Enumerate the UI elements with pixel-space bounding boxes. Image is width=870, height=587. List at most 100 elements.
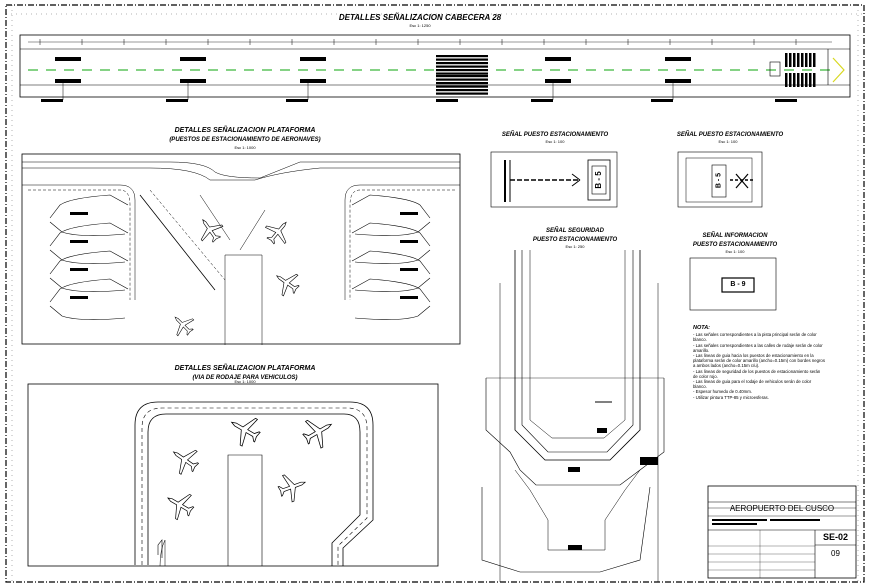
runway-marking [665, 57, 691, 61]
stand-line [354, 277, 431, 292]
title-block-sheet-code: SE-02 [822, 532, 848, 542]
runway-marking [300, 57, 326, 61]
touchdown-marking [436, 82, 488, 85]
notes-heading: NOTA: [693, 325, 711, 331]
threshold-bar [789, 53, 792, 67]
safety-scale: Esc 1: 250 [565, 244, 585, 249]
vehicle-way-scale: Esc 1: 1000 [234, 379, 256, 384]
note-item: - Espesor humedo de 0.40mm. [693, 389, 752, 395]
label-tag [286, 99, 308, 102]
stand-label [400, 268, 418, 271]
sign-a-scale: Esc 1: 100 [545, 139, 565, 144]
platform-subtitle: (PUESTOS DE ESTACIONAMIENTO DE AERONAVES… [169, 137, 321, 143]
label-tag [436, 99, 458, 102]
aircraft-icon [172, 449, 200, 475]
threshold-bar [801, 73, 804, 87]
platform-title: DETALLES SEÑALIZACION PLATAFORMA [174, 127, 316, 134]
vehicle-way-plan [27, 383, 439, 567]
title-block-project: AEROPUERTO DEL CUSCO [729, 504, 835, 513]
platform-plan [21, 153, 461, 345]
aircraft-outline [264, 221, 287, 245]
sign-a-label: B - 5 [594, 171, 603, 189]
vehicle-way-title: DETALLES SEÑALIZACION PLATAFORMA [174, 365, 316, 372]
sign-b-title: SEÑAL PUESTO ESTACIONAMIENTO [676, 132, 784, 138]
notes-block: NOTA: - Las señales correspondientes a l… [693, 325, 825, 400]
runway-plan [19, 34, 851, 102]
aircraft-icon [200, 218, 224, 243]
aircraft-outline [302, 419, 333, 449]
stand-line [49, 222, 129, 247]
stand-line [49, 277, 126, 292]
aircraft-icon [275, 273, 300, 297]
threshold-bar [797, 73, 800, 87]
note-item: - Las señales correspondientes a las cal… [693, 342, 823, 353]
threshold-bar [813, 53, 816, 67]
aircraft-icon [174, 316, 195, 337]
stand-line [49, 194, 129, 219]
threshold-bar [785, 73, 788, 87]
runway-title: DETALLES SEÑALIZACION CABECERA 28 [338, 13, 502, 22]
touchdown-marking [436, 58, 488, 61]
threshold-bar [789, 73, 792, 87]
aircraft-outline [167, 493, 195, 521]
aircraft-icon [302, 419, 333, 449]
runway-marking [665, 79, 691, 83]
title-block-sheet-number: 09 [831, 549, 840, 558]
sign-b-detail [677, 151, 763, 208]
aircraft-outline [200, 218, 224, 243]
touchdown-marking [436, 89, 488, 92]
runway-marking [55, 57, 81, 61]
runway-marking [300, 79, 326, 83]
threshold-arrow [832, 57, 845, 83]
note-item: - Las lineas de seguridad de los puestos… [693, 368, 821, 379]
stand-line [351, 222, 431, 247]
stand-line [49, 278, 129, 303]
label-tag [41, 99, 63, 102]
label-tag [531, 99, 553, 102]
vehicle-way-subtitle: (VIA DE RODAJE PARA VEHICULOS) [192, 375, 298, 381]
stand-label [70, 268, 88, 271]
threshold-bar [785, 53, 788, 67]
sheet-border [5, 4, 865, 583]
touchdown-marking [436, 62, 488, 65]
runway-marking [180, 79, 206, 83]
touchdown-marking [436, 75, 488, 78]
stand-line [49, 250, 129, 275]
label-tag [775, 99, 797, 102]
safety-title: SEÑAL SEGURIDAD [546, 228, 604, 234]
info-subtitle: PUESTO ESTACIONAMIENTO [692, 242, 778, 248]
runway-marking [545, 57, 571, 61]
stand-line [49, 305, 126, 320]
aircraft-icon [264, 221, 287, 245]
runway-marking [55, 79, 81, 83]
sign-b-scale: Esc 1: 100 [718, 139, 738, 144]
threshold-bar [809, 73, 812, 87]
aircraft-outline [277, 474, 307, 503]
stand-line [354, 221, 431, 236]
threshold-bar [813, 73, 816, 87]
safety-marking-detail [481, 250, 665, 582]
stand-label [70, 212, 88, 215]
safety-subtitle: PUESTO ESTACIONAMIENTO [532, 237, 618, 243]
stand-label [70, 296, 88, 299]
stand-line [351, 194, 431, 219]
stand-line [351, 278, 431, 303]
touchdown-marking [436, 69, 488, 72]
title-block [707, 485, 857, 579]
threshold-bar [805, 73, 808, 87]
touchdown-marking [436, 78, 488, 81]
aircraft-icon [230, 417, 261, 447]
aircraft-icon [167, 493, 195, 521]
threshold-bar [801, 53, 804, 67]
threshold-bar [793, 73, 796, 87]
runway-scale: Esc 1: 1250 [409, 23, 431, 28]
aircraft-outline [230, 417, 261, 447]
threshold-bar [805, 53, 808, 67]
touchdown-marking [436, 92, 488, 95]
label-tag [166, 99, 188, 102]
aircraft-outline [275, 273, 300, 297]
threshold-bar [793, 53, 796, 67]
stand-line [351, 250, 431, 275]
note-item: - Las lineas de guia para el rodaje de v… [693, 379, 812, 390]
